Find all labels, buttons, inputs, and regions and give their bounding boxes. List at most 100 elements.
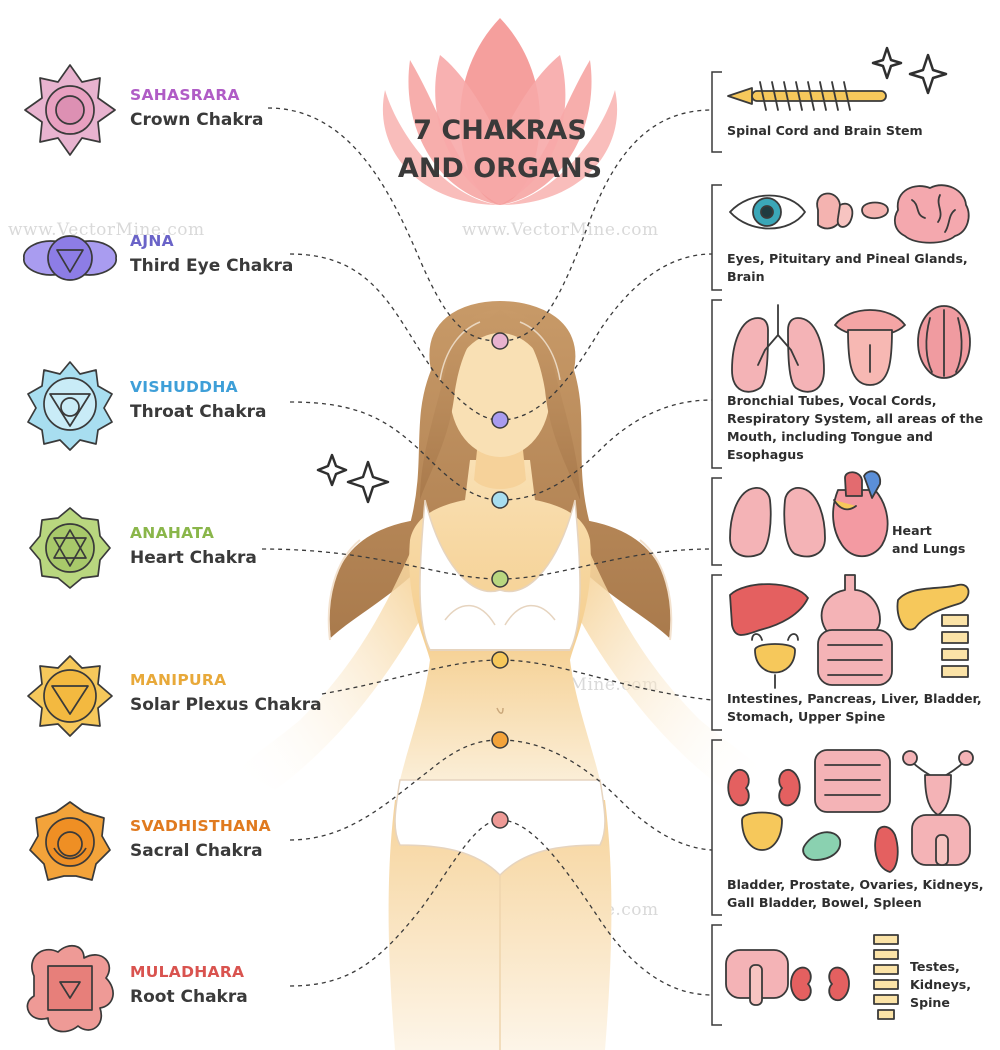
connector-line [289, 739, 713, 851]
stomach-intestines-icon [817, 574, 893, 686]
connector-line [267, 107, 713, 342]
chakra-sanskrit-name: ANAHATA [130, 524, 215, 542]
mouth-tongue-icon [834, 309, 906, 386]
chakra-sanskrit-name: MULADHARA [130, 963, 245, 981]
esophagus-icon [917, 305, 971, 379]
chakra-dot-throat [491, 491, 509, 509]
bladder-icon [741, 811, 783, 851]
heart-icon [832, 470, 889, 558]
organ-label-line: Bronchial Tubes, Vocal Cords, [727, 393, 937, 408]
chakra-sanskrit-name: MANIPURA [130, 671, 227, 689]
ajna-symbol-icon [23, 235, 117, 281]
sparkle-icon [908, 53, 948, 95]
chakra-label-heart: ANAHATA Heart Chakra [130, 523, 390, 570]
connector-line [289, 399, 713, 501]
ovaries-icon [902, 750, 974, 816]
testes-icon [725, 949, 789, 1006]
chakra-label-root: MULADHARA Root Chakra [130, 962, 390, 1009]
title-line: AND ORGANS [397, 153, 603, 184]
upper-spine-icon [941, 614, 969, 678]
organ-label-line: Heart [892, 523, 932, 538]
organ-label-line: Intestines, Pancreas, Liver, Bladder, [727, 691, 982, 706]
chakra-sanskrit-name: VISHUDDHA [130, 378, 238, 396]
organ-label: Testes, Kidneys, Spine [910, 958, 995, 1012]
spine-horizontal-icon [727, 81, 887, 111]
group-bracket [711, 574, 722, 731]
organ-label-line: Gall Bladder, Bowel, Spleen [727, 895, 922, 910]
chakra-label-solar-plexus: MANIPURA Solar Plexus Chakra [130, 670, 390, 717]
group-bracket [711, 184, 722, 291]
chakra-english-name: Third Eye Chakra [130, 256, 294, 276]
sparkle-icon [346, 460, 390, 504]
group-bracket [711, 71, 722, 153]
eye-icon [729, 194, 806, 230]
chakra-dot-solar-plexus [491, 651, 509, 669]
manipura-symbol-icon [27, 655, 113, 737]
kidneys-icon [727, 769, 801, 807]
watermark-text: www.VectorMine.com [462, 220, 659, 240]
chakra-english-name: Sacral Chakra [130, 841, 263, 861]
connector-line [321, 659, 713, 701]
chakra-english-name: Root Chakra [130, 987, 248, 1007]
sparkle-icon [871, 46, 903, 80]
organ-label-line: Brain [727, 269, 765, 284]
chakra-sanskrit-name: SAHASRARA [130, 86, 240, 104]
organ-label: Eyes, Pituitary and Pineal Glands, Brain [727, 250, 987, 286]
organ-label-line: Testes, [910, 959, 960, 974]
organ-label-line: Stomach, Upper Spine [727, 709, 886, 724]
group-bracket [711, 924, 722, 1026]
bladder-icon [751, 633, 799, 689]
organ-label-line: Kidneys, [910, 977, 972, 992]
organ-label: Heart and Lungs [892, 522, 992, 558]
pituitary-gland-icon [816, 192, 854, 230]
spleen-icon [874, 825, 899, 873]
liver-icon [729, 583, 809, 636]
chakra-dot-sacral [491, 731, 509, 749]
watermark-text: www.VectorMine.com [8, 220, 205, 240]
bronchial-lungs-icon [731, 304, 825, 393]
organ-label-line: Bladder, Prostate, Ovaries, Kidneys, [727, 877, 984, 892]
organ-label-line: Eyes, Pituitary and Pineal Glands, [727, 251, 968, 266]
sparkle-icon [316, 453, 348, 487]
chakra-dot-third-eye [491, 411, 509, 429]
svadhisthana-symbol-icon [29, 801, 111, 881]
gall-bladder-icon [802, 831, 842, 861]
chakra-dot-root [491, 811, 509, 829]
spine-icon [873, 934, 899, 1020]
pineal-gland-icon [861, 201, 889, 220]
kidneys-icon [790, 966, 850, 1002]
chakra-english-name: Heart Chakra [130, 548, 257, 568]
figure-illustration [240, 298, 760, 1050]
organ-label: Bladder, Prostate, Ovaries, Kidneys, Gal… [727, 876, 992, 912]
vishuddha-symbol-icon [27, 361, 113, 451]
chakra-label-sacral: SVADHISTHANA Sacral Chakra [130, 816, 390, 863]
group-bracket [711, 739, 722, 916]
page-title: 7 CHAKRAS AND ORGANS [380, 112, 620, 188]
organ-label: Intestines, Pancreas, Liver, Bladder, St… [727, 690, 992, 726]
organ-label-line: Spinal Cord and Brain Stem [727, 123, 923, 138]
chakra-dot-crown [491, 332, 509, 350]
chakra-label-third-eye: AJNA Third Eye Chakra [130, 231, 390, 278]
chakra-label-throat: VISHUDDHA Throat Chakra [130, 377, 390, 424]
title-line: 7 CHAKRAS [413, 115, 587, 146]
organ-label-line: Respiratory System, all areas of the [727, 411, 984, 426]
chakra-english-name: Solar Plexus Chakra [130, 695, 322, 715]
chakra-sanskrit-name: AJNA [130, 232, 174, 250]
chakra-label-crown: SAHASRARA Crown Chakra [130, 85, 390, 132]
muladhara-symbol-icon [26, 944, 114, 1033]
organ-label-line: and Lungs [892, 541, 966, 556]
organ-label-line: Spine [910, 995, 950, 1010]
organ-label: Spinal Cord and Brain Stem [727, 122, 987, 140]
sahasrara-symbol-icon [24, 64, 116, 156]
pancreas-icon [896, 583, 970, 631]
lotus-icon [382, 18, 618, 205]
brain-icon [893, 184, 970, 244]
organ-label-line: Esophagus [727, 447, 804, 462]
chakra-english-name: Crown Chakra [130, 110, 264, 130]
bowel-icon [814, 749, 891, 813]
chakra-sanskrit-name: SVADHISTHANA [130, 817, 271, 835]
chakra-english-name: Throat Chakra [130, 402, 267, 422]
group-bracket [711, 477, 722, 566]
